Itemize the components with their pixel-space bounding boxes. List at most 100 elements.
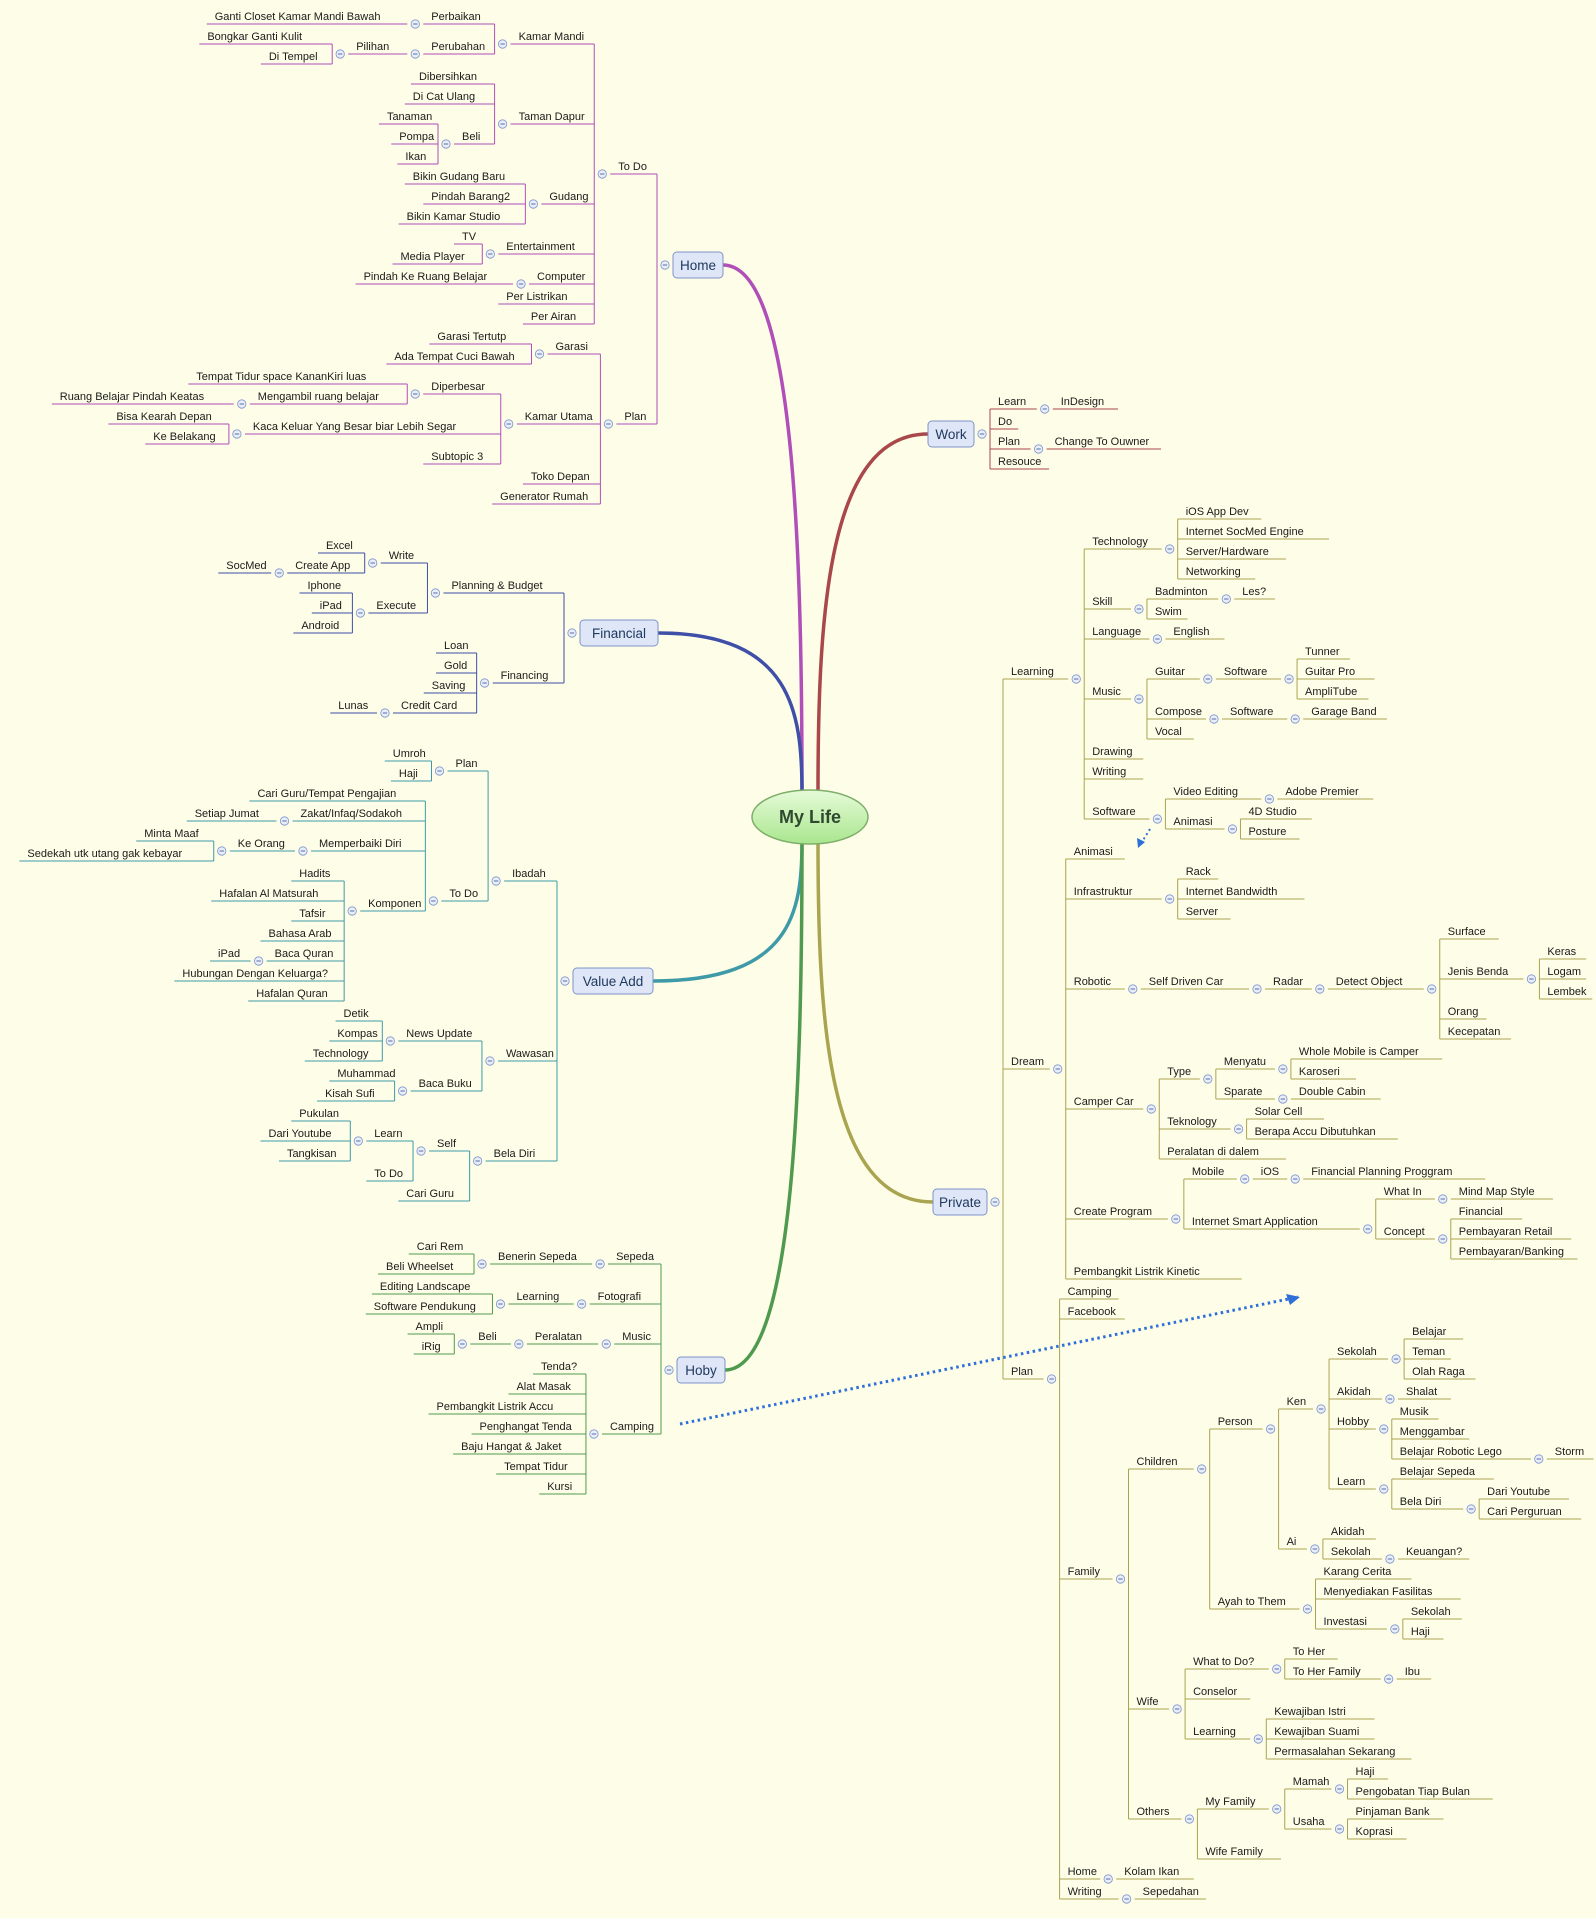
topic-menyatu[interactable]: Menyatu [1224,1056,1266,1068]
collapse-toggle-icon[interactable] [1391,1354,1401,1364]
collapse-toggle-icon[interactable] [1240,1174,1250,1184]
topic-language[interactable]: Language [1092,626,1141,638]
topic-infrastruktur[interactable]: Infrastruktur [1074,886,1133,898]
topic-muhammad[interactable]: Muhammad [337,1068,395,1080]
topic-cari-guru-tempat-pengajian[interactable]: Cari Guru/Tempat Pengajian [257,788,396,800]
topic-execute[interactable]: Execute [376,600,416,612]
collapse-toggle-icon[interactable] [1252,984,1262,994]
collapse-toggle-icon[interactable] [977,429,987,439]
topic-music[interactable]: Music [622,1331,651,1343]
topic-self-driven-car[interactable]: Self Driven Car [1149,976,1224,988]
collapse-toggle-icon[interactable] [1427,984,1437,994]
collapse-toggle-icon[interactable] [1227,824,1238,834]
collapse-toggle-icon[interactable] [347,906,357,916]
topic-investasi[interactable]: Investasi [1324,1616,1367,1628]
topic-wife[interactable]: Wife [1137,1696,1159,1708]
topic-mengambil-ruang-belajar[interactable]: Mengambil ruang belajar [258,391,379,403]
collapse-toggle-icon[interactable] [480,678,490,688]
collapse-toggle-icon[interactable] [416,1146,426,1156]
topic-benerin-sepeda[interactable]: Benerin Sepeda [498,1251,578,1263]
topic-teman[interactable]: Teman [1412,1346,1445,1358]
collapse-toggle-icon[interactable] [232,429,242,439]
topic-ai[interactable]: Ai [1287,1536,1297,1548]
collapse-toggle-icon[interactable] [457,1339,467,1349]
collapse-toggle-icon[interactable] [441,139,451,149]
topic-tempat-tidur-space-kanankiri-luas[interactable]: Tempat Tidur space KananKiri luas [196,371,366,383]
topic-person[interactable]: Person [1218,1416,1253,1428]
topic-detik[interactable]: Detik [344,1008,370,1020]
topic-kisah-sufi[interactable]: Kisah Sufi [325,1088,375,1100]
topic-video-editing[interactable]: Video Editing [1173,786,1238,798]
topic-lembek[interactable]: Lembek [1547,986,1587,998]
topic-tangkisan[interactable]: Tangkisan [287,1148,337,1160]
topic-haji[interactable]: Haji [1411,1626,1430,1638]
topic-bikin-kamar-studio[interactable]: Bikin Kamar Studio [407,211,501,223]
topic-musik[interactable]: Musik [1400,1406,1429,1418]
topic-facebook[interactable]: Facebook [1068,1306,1117,1318]
topic-mamah[interactable]: Mamah [1293,1776,1330,1788]
topic-do[interactable]: Do [998,416,1012,428]
topic-tunner[interactable]: Tunner [1305,646,1340,658]
topic-baca-buku[interactable]: Baca Buku [419,1078,472,1090]
topic-hadits[interactable]: Hadits [299,868,331,880]
topic-what-in[interactable]: What In [1384,1186,1422,1198]
topic-learning[interactable]: Learning [1193,1726,1236,1738]
collapse-toggle-icon[interactable] [990,1197,1000,1207]
topic-hafalan-quran[interactable]: Hafalan Quran [256,988,328,1000]
topic-subtopic-3[interactable]: Subtopic 3 [431,451,483,463]
collapse-toggle-icon[interactable] [497,39,508,49]
collapse-toggle-icon[interactable] [237,399,247,409]
topic-to-her-family[interactable]: To Her Family [1293,1666,1361,1678]
topic-surface[interactable]: Surface [1448,926,1486,938]
topic-swim[interactable]: Swim [1155,606,1182,618]
collapse-toggle-icon[interactable] [1278,1094,1288,1104]
topic-pompa[interactable]: Pompa [399,131,435,143]
collapse-toggle-icon[interactable] [1315,984,1325,994]
topic-credit-card[interactable]: Credit Card [401,700,457,712]
collapse-toggle-icon[interactable] [1290,714,1300,724]
topic-plan[interactable]: Plan [1011,1366,1033,1378]
topic-dari-youtube[interactable]: Dari Youtube [1487,1486,1550,1498]
topic-pindah-barang2[interactable]: Pindah Barang2 [431,191,510,203]
topic-family[interactable]: Family [1068,1566,1101,1578]
topic-belajar-robotic-lego[interactable]: Belajar Robotic Lego [1400,1446,1502,1458]
topic-excel[interactable]: Excel [326,540,353,552]
collapse-toggle-icon[interactable] [560,976,570,986]
collapse-toggle-icon[interactable] [504,419,514,429]
collapse-toggle-icon[interactable] [497,119,508,129]
topic-tempat-tidur[interactable]: Tempat Tidur [504,1461,568,1473]
topic-server-hardware[interactable]: Server/Hardware [1186,546,1269,558]
central-topic[interactable]: My Life [751,789,869,845]
topic-kewajiban-istri[interactable]: Kewajiban Istri [1274,1706,1346,1718]
collapse-toggle-icon[interactable] [1122,1894,1132,1904]
topic-posture[interactable]: Posture [1248,826,1286,838]
topic-learn[interactable]: Learn [374,1128,402,1140]
main-topic-financial[interactable]: Financial [579,619,659,647]
topic-saving[interactable]: Saving [432,680,466,692]
topic-dream[interactable]: Dream [1011,1056,1044,1068]
collapse-toggle-icon[interactable] [355,608,365,618]
collapse-toggle-icon[interactable] [1034,444,1044,454]
topic-logam[interactable]: Logam [1547,966,1581,978]
topic-financial-planning-proggram[interactable]: Financial Planning Proggram [1311,1166,1452,1178]
main-topic-work[interactable]: Work [927,420,975,448]
collapse-toggle-icon[interactable] [514,1339,524,1349]
topic-kamar-mandi[interactable]: Kamar Mandi [519,31,584,43]
topic-karang-cerita[interactable]: Karang Cerita [1324,1566,1393,1578]
topic-animasi[interactable]: Animasi [1173,816,1212,828]
collapse-toggle-icon[interactable] [1115,1574,1126,1584]
topic-ruang-belajar-pindah-keatas[interactable]: Ruang Belajar Pindah Keatas [60,391,205,403]
collapse-toggle-icon[interactable] [1234,1124,1244,1134]
topic-write[interactable]: Write [389,550,414,562]
topic-ayah-to-them[interactable]: Ayah to Them [1218,1596,1286,1608]
topic-cari-rem[interactable]: Cari Rem [417,1241,463,1253]
topic-di-tempel[interactable]: Di Tempel [269,51,318,63]
topic-others[interactable]: Others [1137,1806,1171,1818]
topic-menyediakan-fasilitas[interactable]: Menyediakan Fasilitas [1324,1586,1433,1598]
topic-baca-quran[interactable]: Baca Quran [275,948,334,960]
topic-garage-band[interactable]: Garage Band [1311,706,1376,718]
topic-karoseri[interactable]: Karoseri [1299,1066,1340,1078]
topic-rack[interactable]: Rack [1186,866,1212,878]
topic-my-family[interactable]: My Family [1205,1796,1256,1808]
topic-perubahan[interactable]: Perubahan [431,41,485,53]
